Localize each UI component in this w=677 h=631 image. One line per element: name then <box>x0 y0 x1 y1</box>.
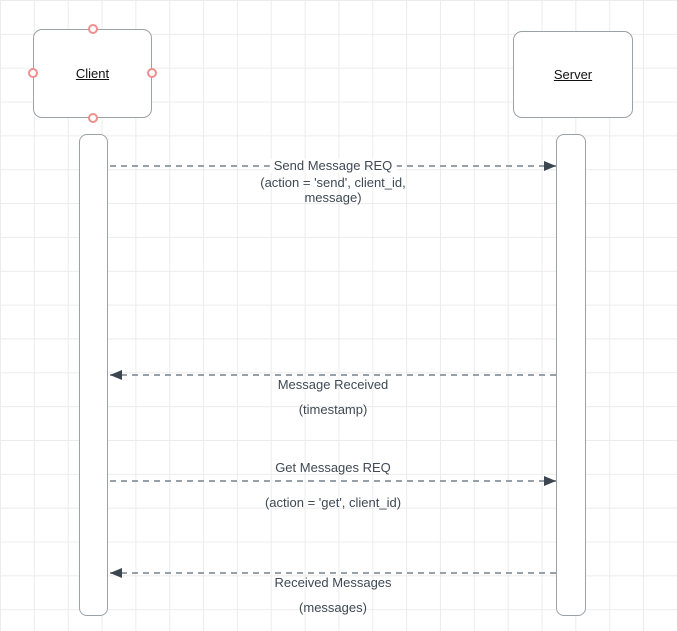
message-label-params: (action = 'send', client_id, <box>260 175 406 190</box>
arrowhead-right-icon <box>544 161 556 171</box>
arrowhead-left-icon <box>110 568 122 578</box>
actor-server[interactable]: Server <box>513 31 633 118</box>
message-label-title: Received Messages <box>274 575 392 590</box>
dashed-line <box>110 374 556 376</box>
dashed-line <box>110 572 556 574</box>
message-arrow-message-received[interactable] <box>110 370 556 380</box>
arrowhead-right-icon <box>544 476 556 486</box>
connection-point-left-icon[interactable] <box>28 68 38 78</box>
message-arrow-get-messages-req[interactable] <box>110 476 556 486</box>
connection-point-right-icon[interactable] <box>147 68 157 78</box>
message-arrow-received-messages[interactable] <box>110 568 556 578</box>
message-label-params: message) <box>304 190 362 205</box>
connection-point-top-icon[interactable] <box>87 24 98 34</box>
actor-client[interactable]: Client <box>33 29 152 118</box>
server-activation-bar[interactable] <box>556 134 586 616</box>
message-label-params: (messages) <box>299 600 367 615</box>
message-label-title: Send Message REQ <box>269 159 397 173</box>
message-label-params: (action = 'get', client_id) <box>264 495 402 510</box>
actor-client-label: Client <box>75 66 110 81</box>
dashed-line <box>110 480 556 482</box>
message-label-params: (timestamp) <box>298 402 368 417</box>
message-label-title: Get Messages REQ <box>275 460 391 475</box>
message-label-title: Message Received <box>277 377 389 392</box>
client-activation-bar[interactable] <box>79 134 108 616</box>
connection-point-bottom-icon[interactable] <box>87 113 98 123</box>
arrowhead-left-icon <box>110 370 122 380</box>
actor-server-label: Server <box>553 67 593 82</box>
